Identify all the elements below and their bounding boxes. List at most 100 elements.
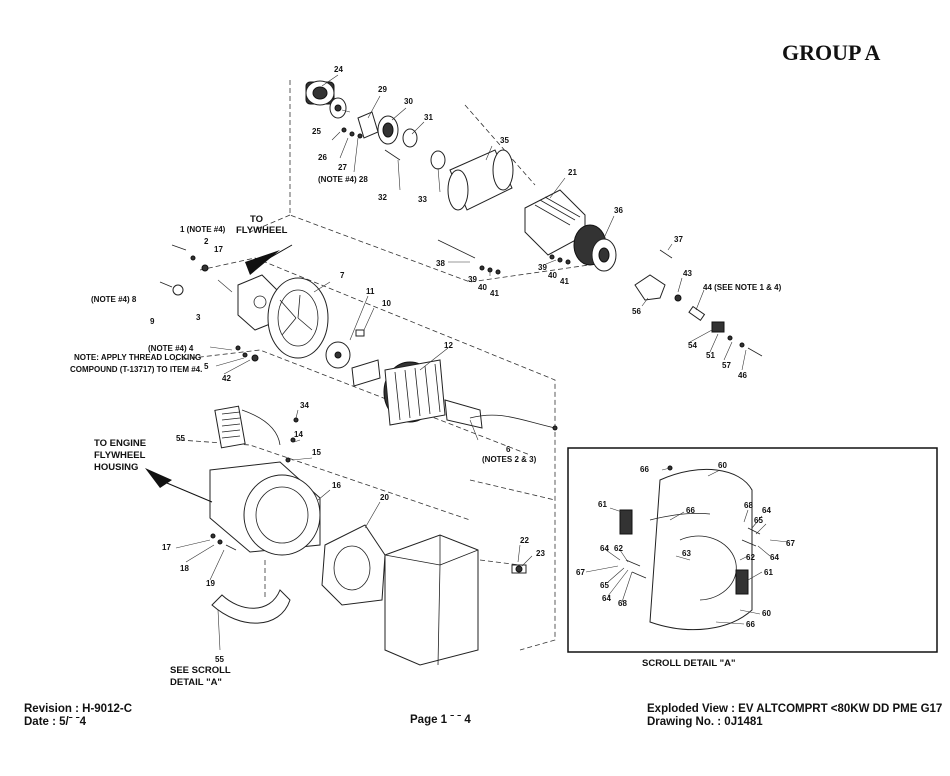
callout-41a: 41 xyxy=(490,289,499,298)
to-engine-note-1: TO ENGINE xyxy=(94,438,146,449)
callout-51: 51 xyxy=(706,351,715,360)
scroll-detail-labels: 66 60 61 66 68 64 65 67 64 62 63 62 64 6… xyxy=(576,461,795,669)
callout-25: 25 xyxy=(312,127,321,136)
callout-19: 19 xyxy=(206,579,215,588)
see-scroll-note-2: DETAIL "A" xyxy=(170,677,222,688)
callout-16: 16 xyxy=(332,481,341,490)
callout-15: 15 xyxy=(312,448,321,457)
callout-44: 44 (SEE NOTE 1 & 4) xyxy=(703,283,782,292)
callout-40b: 40 xyxy=(548,271,557,280)
thread-locking-note-2: COMPOUND (T-13717) TO ITEM #4. xyxy=(70,365,202,374)
callout-1: 1 (NOTE #4) xyxy=(180,225,226,234)
callout-32: 32 xyxy=(378,193,387,202)
callout-6: 6 xyxy=(506,445,511,454)
scroll-64a: 64 xyxy=(762,506,771,515)
callout-31: 31 xyxy=(424,113,433,122)
scroll-66a: 66 xyxy=(640,465,649,474)
direction-arrows xyxy=(145,244,293,503)
date-text: Date : 5/ˉ ˉ4 xyxy=(24,716,86,728)
end-bracket-enclosure xyxy=(321,524,527,666)
callout-43: 43 xyxy=(683,269,692,278)
callout-17b: 17 xyxy=(162,543,171,552)
to-engine-note-3: HOUSING xyxy=(94,462,138,473)
callout-5: 5 xyxy=(204,362,209,371)
callout-30: 30 xyxy=(404,97,413,106)
scroll-detail-caption: SCROLL DETAIL "A" xyxy=(642,658,735,669)
callout-41b: 41 xyxy=(560,277,569,286)
callout-56: 56 xyxy=(632,307,641,316)
callout-39a: 39 xyxy=(468,275,477,284)
scroll-66b: 66 xyxy=(686,506,695,515)
diagram-notes: TO FLYWHEEL NOTE: APPLY THREAD LOCKING C… xyxy=(70,214,288,688)
callout-7: 7 xyxy=(340,271,345,280)
callout-4: (NOTE #4) 4 xyxy=(148,344,194,353)
stator-housing xyxy=(209,405,321,624)
scroll-68b: 68 xyxy=(618,599,627,608)
callout-29: 29 xyxy=(378,85,387,94)
leader-lines xyxy=(175,74,747,651)
scroll-64b: 64 xyxy=(600,544,609,553)
callout-28: (NOTE #4) 28 xyxy=(318,175,368,184)
callout-22: 22 xyxy=(520,536,529,545)
scroll-64c: 64 xyxy=(770,553,779,562)
page-number: Page 1 ˉ ˉ 4 xyxy=(410,714,471,726)
top-drive-parts xyxy=(305,80,763,357)
callout-8: (NOTE #4) 8 xyxy=(91,295,137,304)
callout-26: 26 xyxy=(318,153,327,162)
scroll-64d: 64 xyxy=(602,594,611,603)
callout-23: 23 xyxy=(536,549,545,558)
callout-55b: 55 xyxy=(215,655,224,664)
callout-42: 42 xyxy=(222,374,231,383)
scroll-61a: 61 xyxy=(598,500,607,509)
callout-12: 12 xyxy=(444,341,453,350)
callout-38: 38 xyxy=(436,259,445,268)
to-engine-note-2: FLYWHEEL xyxy=(94,450,146,461)
scroll-61b: 61 xyxy=(764,568,773,577)
callout-46: 46 xyxy=(738,371,747,380)
scroll-62a: 62 xyxy=(614,544,623,553)
callout-3: 3 xyxy=(196,313,201,322)
callout-20: 20 xyxy=(380,493,389,502)
callout-33: 33 xyxy=(418,195,427,204)
scroll-detail-box xyxy=(567,447,938,653)
rotor-assembly xyxy=(351,359,558,431)
part-callouts: 24 29 30 31 25 26 27 (NOTE #4) 28 35 32 … xyxy=(91,65,782,664)
scroll-67b: 67 xyxy=(576,568,585,577)
callout-24: 24 xyxy=(334,65,343,74)
scroll-66c: 66 xyxy=(746,620,755,629)
callout-6-note: (NOTES 2 & 3) xyxy=(482,455,537,464)
end-bracket-parts xyxy=(159,244,365,369)
revision-text: Revision : H-9012-C xyxy=(24,703,133,715)
scroll-67a: 67 xyxy=(786,539,795,548)
callout-57: 57 xyxy=(722,361,731,370)
callout-21: 21 xyxy=(568,168,577,177)
callout-9: 9 xyxy=(150,317,155,326)
callout-17a: 17 xyxy=(214,245,223,254)
callout-54: 54 xyxy=(688,341,697,350)
callout-2: 2 xyxy=(204,237,209,246)
to-flywheel-note-2: FLYWHEEL xyxy=(236,225,288,236)
group-title: GROUP A xyxy=(782,40,881,65)
callout-36: 36 xyxy=(614,206,623,215)
scroll-68a: 68 xyxy=(744,501,753,510)
scroll-63: 63 xyxy=(682,549,691,558)
scroll-60b: 60 xyxy=(762,609,771,618)
callout-40a: 40 xyxy=(478,283,487,292)
callout-35: 35 xyxy=(500,136,509,145)
thread-locking-note-1: NOTE: APPLY THREAD LOCKING xyxy=(74,353,201,362)
scroll-65b: 65 xyxy=(600,581,609,590)
scroll-62b: 62 xyxy=(746,553,755,562)
callout-37: 37 xyxy=(674,235,683,244)
callout-11: 11 xyxy=(366,287,375,296)
see-scroll-note-1: SEE SCROLL xyxy=(170,665,231,676)
dashed-assembly-outlines xyxy=(174,80,611,651)
scroll-65a: 65 xyxy=(754,516,763,525)
callout-55a: 55 xyxy=(176,434,185,443)
to-flywheel-note-1: TO xyxy=(250,214,263,225)
callout-39b: 39 xyxy=(538,263,547,272)
callout-18: 18 xyxy=(180,564,189,573)
exploded-view-title: Exploded View : EV ALTCOMPRT <80KW DD PM… xyxy=(647,703,943,715)
drawing-number: Drawing No. : 0J1481 xyxy=(647,716,763,728)
callout-14: 14 xyxy=(294,430,303,439)
